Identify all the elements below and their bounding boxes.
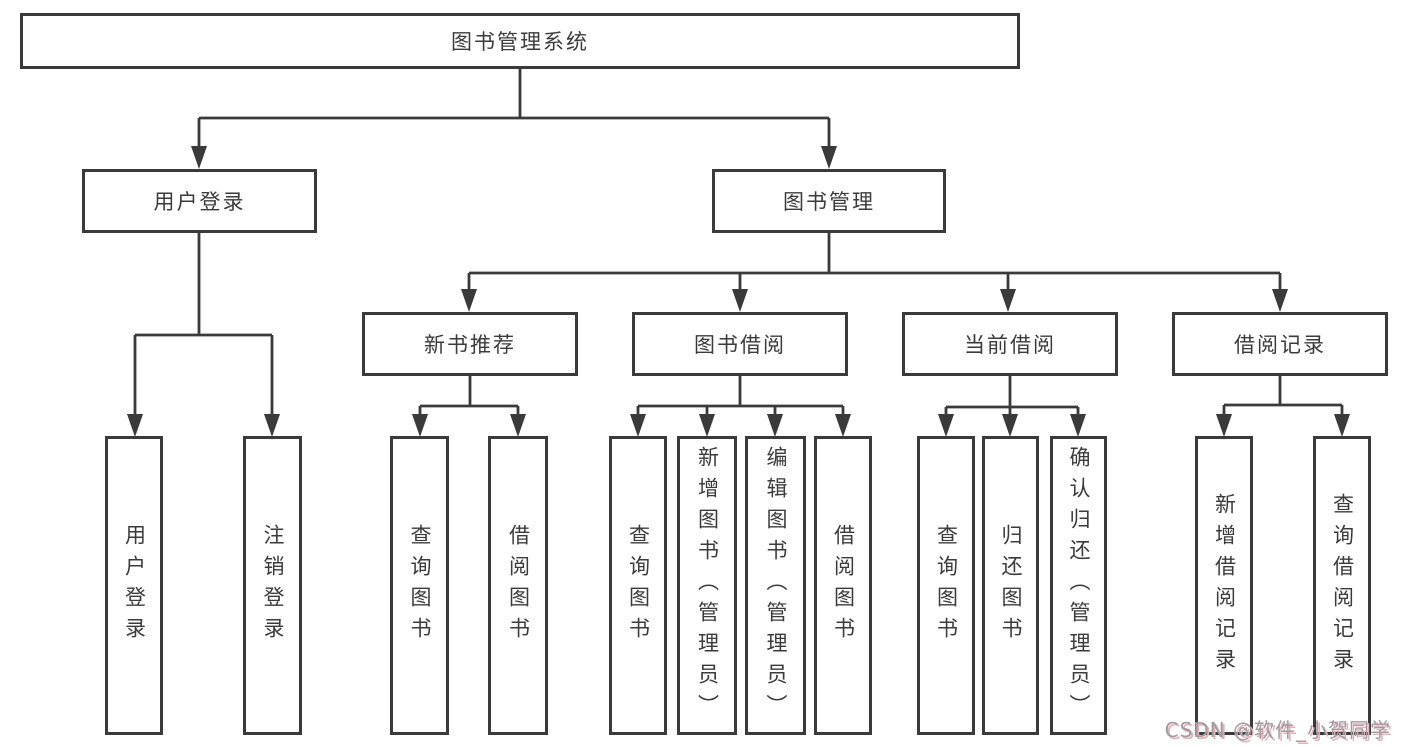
leaf-add-borrow-record: 新增借阅记录: [1195, 436, 1253, 735]
leaf-query-books-current: 查询图书: [917, 436, 975, 735]
leaf-edit-books-admin: 编辑图书（管理员）: [745, 436, 806, 735]
leaf-query-books-recommend: 查询图书: [390, 436, 449, 735]
node-current-borrowing: 当前借阅: [902, 312, 1118, 376]
leaf-query-borrow-record: 查询借阅记录: [1313, 436, 1371, 735]
node-book-borrowing: 图书借阅: [632, 312, 848, 376]
node-book-management: 图书管理: [712, 169, 946, 233]
leaf-borrow-books-borrowing: 借阅图书: [814, 436, 872, 735]
leaf-logout-login: 注销登录: [243, 436, 302, 735]
leaf-confirm-return-admin: 确认归还（管理员）: [1050, 436, 1107, 735]
node-library-management-system: 图书管理系统: [20, 13, 1020, 69]
leaf-query-books-borrowing: 查询图书: [609, 436, 667, 735]
leaf-return-books: 归还图书: [982, 436, 1039, 735]
leaf-borrow-books-recommend: 借阅图书: [488, 436, 548, 735]
leaf-user-login: 用户登录: [105, 436, 163, 735]
node-borrowing-records: 借阅记录: [1172, 312, 1388, 376]
leaf-add-books-admin: 新增图书（管理员）: [677, 436, 737, 735]
csdn-watermark: CSDN @软件_小贺同学: [1164, 718, 1391, 742]
node-user-login: 用户登录: [82, 169, 317, 233]
node-new-book-recommendation: 新书推荐: [362, 312, 578, 376]
